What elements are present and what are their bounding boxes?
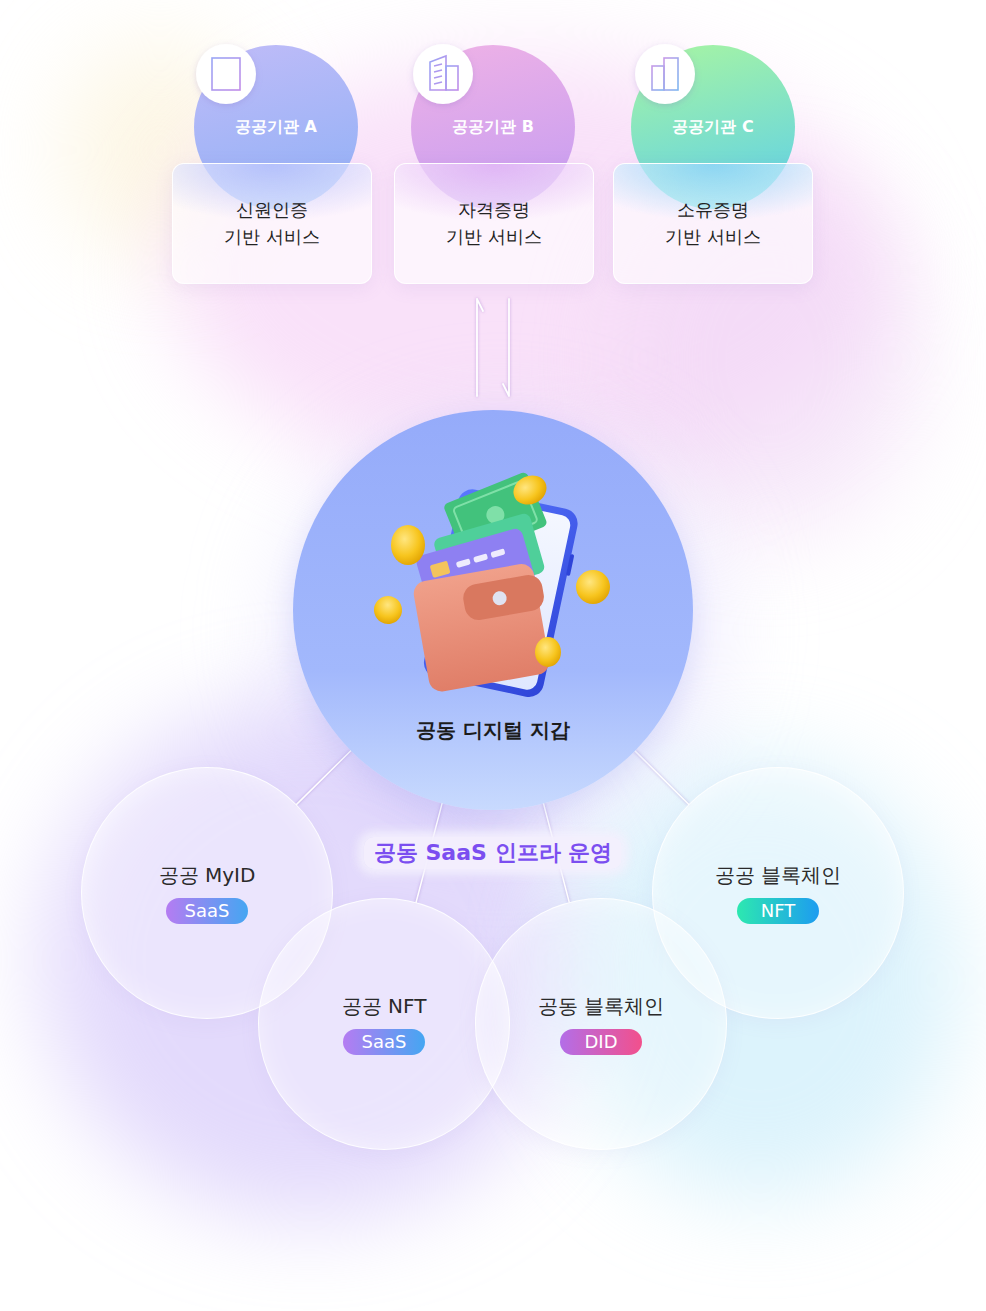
institution-name: 공공기관 C: [672, 116, 753, 138]
connector: [635, 751, 689, 804]
building-symbol: [648, 52, 682, 90]
tag-text: SaaS: [362, 1029, 407, 1055]
card-body: [415, 527, 539, 623]
wallet-title: 공동 디지털 지갑: [416, 716, 570, 744]
institution-name: 공공기관 B: [452, 116, 534, 138]
phone: [421, 487, 583, 701]
connector: [297, 751, 351, 805]
tag-text: DID: [584, 1029, 617, 1055]
service-box: 자격증명 기반 서비스: [394, 163, 594, 284]
card: [412, 512, 551, 623]
coin: [369, 591, 407, 629]
service-title: 공동 블록체인: [538, 993, 664, 1019]
card-chip: [430, 561, 451, 578]
building-symbol: [208, 58, 244, 90]
label-patch: 공동 SaaS 인프라 운영: [364, 837, 622, 869]
service-circle: 공동 블록체인 DID: [475, 898, 727, 1150]
icon-badge: [196, 44, 256, 104]
phone-body: [421, 487, 580, 700]
card-stripe: [473, 553, 488, 563]
service-label: 신원인증 기반 서비스: [223, 197, 322, 249]
wallet-button: [492, 590, 508, 606]
phone-button: [566, 554, 574, 576]
tag-pill: NFT: [737, 898, 819, 924]
banknote-border: [453, 481, 538, 550]
wallet-flap: [461, 573, 546, 622]
wallet-body: [412, 562, 552, 693]
banknote-mark: [484, 503, 507, 526]
service-label: 소유증명 기반 서비스: [664, 197, 763, 249]
card-stripe: [456, 558, 471, 568]
service-title: 공공 NFT: [342, 993, 427, 1019]
card-body: [433, 512, 546, 599]
wallet-illustration: [369, 470, 610, 700]
tag-pill: DID: [560, 1029, 642, 1055]
arrow-to-source: [477, 299, 483, 396]
tag-pill: SaaS: [343, 1029, 425, 1055]
arrow-to-target: [503, 299, 509, 396]
institution-name: 공공기관 A: [235, 116, 317, 138]
service-box: 신원인증 기반 서비스: [172, 163, 372, 284]
service-label: 자격증명 기반 서비스: [445, 197, 544, 249]
coin: [509, 470, 552, 510]
service-title: 공공 블록체인: [715, 862, 841, 888]
institution-group: 공공기관 A 신원인증 기반 서비스: [172, 45, 372, 285]
coin: [535, 637, 561, 667]
tag-pill: SaaS: [166, 898, 248, 924]
phone-screen: [429, 495, 572, 692]
coin: [576, 570, 610, 604]
service-title: 공공 MyID: [159, 862, 256, 888]
icon-badge: [635, 44, 695, 104]
wallet-circle: 공동 디지털 지갑: [293, 410, 693, 810]
banknote-body: [443, 471, 548, 558]
connector-line: [297, 751, 351, 805]
tag-text: SaaS: [185, 898, 230, 924]
building-icon: [413, 44, 473, 104]
section-label: 공동 SaaS 인프라 운영: [374, 839, 612, 867]
coin: [391, 525, 425, 565]
building-symbol: [426, 56, 462, 90]
connector: [477, 299, 509, 396]
service-circle: 공공 NFT SaaS: [258, 898, 510, 1150]
banknote: [443, 471, 548, 558]
institution-group: 공공기관 C 소유증명 기반 서비스: [613, 45, 813, 285]
card-stripe: [490, 548, 505, 558]
institution-group: 공공기관 B 자격증명 기반 서비스: [394, 45, 594, 285]
building-icon: [196, 44, 256, 104]
icon-badge: [413, 44, 473, 104]
building-icon: [635, 44, 695, 104]
connector-line: [635, 751, 689, 804]
wallet: [412, 561, 558, 694]
tag-text: NFT: [761, 898, 796, 924]
service-box: 소유증명 기반 서비스: [613, 163, 813, 284]
